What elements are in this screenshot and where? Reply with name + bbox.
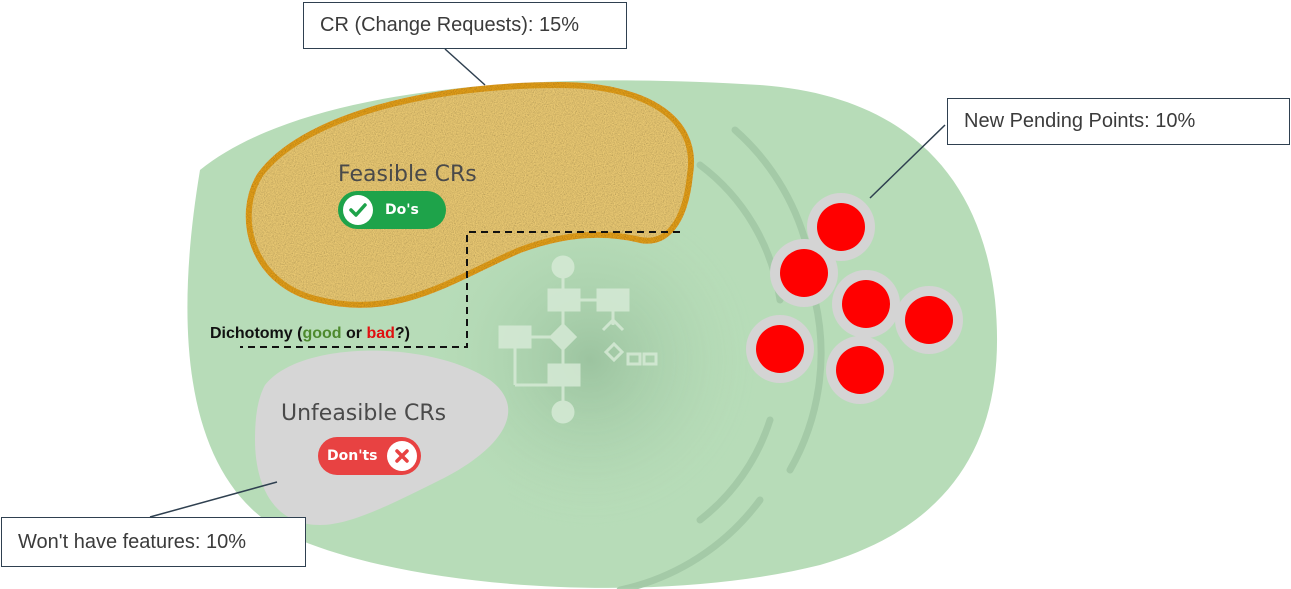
dos-badge: Do's: [338, 191, 446, 229]
dichotomy-good: good: [302, 325, 342, 342]
unfeasible-title: Unfeasible CRs: [281, 401, 447, 426]
pending-point: [770, 239, 838, 307]
change-requests-label: CR (Change Requests): 15%: [320, 14, 580, 36]
pending-points: [746, 193, 963, 404]
feasible-title: Feasible CRs: [338, 162, 477, 187]
dichotomy-bad: bad: [366, 325, 395, 342]
pending-points-callout: New Pending Points: 10%: [947, 98, 1290, 145]
dichotomy-label: Dichotomy (good or bad?): [210, 325, 410, 343]
dos-badge-label: Do's: [385, 202, 419, 218]
pending-leader-line: [869, 124, 946, 199]
wont-have-callout: Won't have features: 10%: [1, 517, 306, 567]
donts-badge: Don'ts: [318, 437, 421, 475]
pending-point: [746, 315, 814, 383]
feasible-region: [245, 81, 695, 308]
wont-have-leader-line: [149, 481, 278, 518]
dichotomy-prefix: Dichotomy (: [210, 325, 303, 342]
x-icon: [387, 441, 417, 471]
pending-point: [826, 336, 894, 404]
dichotomy-suffix: ?): [394, 325, 410, 342]
check-icon: [343, 195, 373, 225]
change-requests-callout: CR (Change Requests): 15%: [303, 2, 627, 49]
pending-points-label: New Pending Points: 10%: [964, 110, 1196, 132]
donts-badge-label: Don'ts: [327, 448, 378, 464]
flowchart-icon: [498, 255, 658, 424]
pending-point: [895, 286, 963, 354]
cr-leader-line: [444, 48, 486, 86]
center-decoration: [420, 126, 825, 589]
wont-have-label: Won't have features: 10%: [18, 530, 247, 553]
pending-point: [807, 193, 875, 261]
pending-point: [832, 270, 900, 338]
dichotomy-middle: or: [341, 325, 367, 342]
dichotomy-boundary: [240, 231, 680, 348]
